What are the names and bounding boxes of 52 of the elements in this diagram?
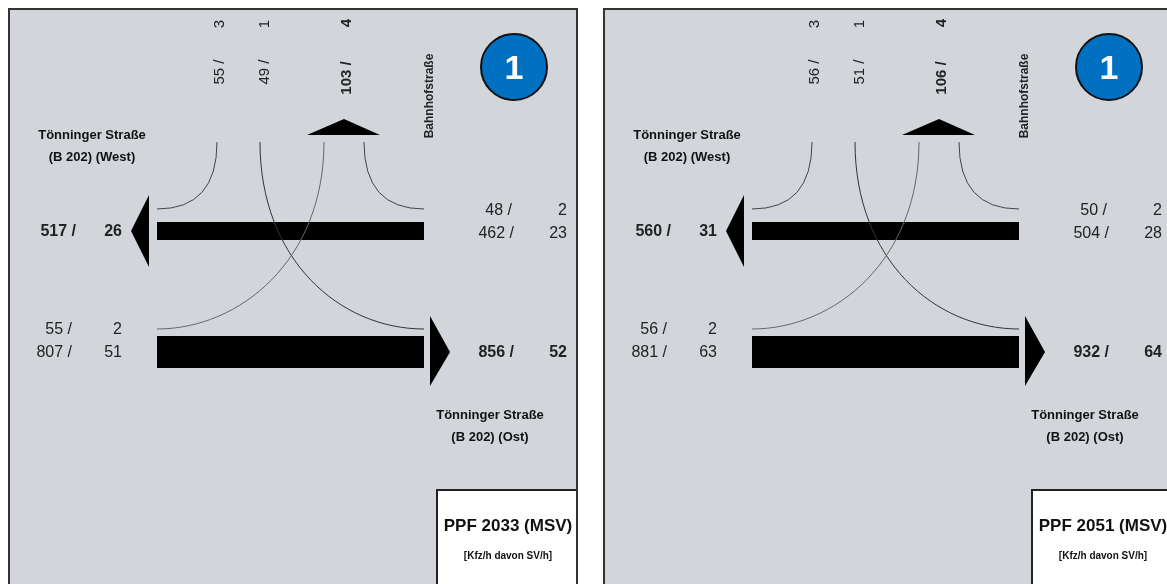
- traffic-count: 51 /: [850, 59, 868, 85]
- traffic-count: 1: [850, 19, 868, 29]
- street-name: Tönninger Straße (B 202) (West): [37, 126, 147, 166]
- street-name: Tönninger Straße (B 202) (West): [632, 126, 742, 166]
- info-box: [1031, 489, 1167, 584]
- unit-note: [Kfz/h davon SV/h]: [1058, 550, 1148, 561]
- traffic-count: 26: [104, 222, 122, 240]
- traffic-count: 881 /: [631, 343, 667, 361]
- traffic-count: 55 /: [210, 59, 228, 85]
- traffic-count: 51: [104, 343, 122, 361]
- traffic-count: 49 /: [255, 59, 273, 85]
- traffic-count: 2: [708, 320, 717, 338]
- scenario-title: PPF 2033 (MSV): [443, 516, 573, 536]
- traffic-count: 856 /: [478, 343, 514, 361]
- unit-note: [Kfz/h davon SV/h]: [463, 550, 553, 561]
- traffic-count: 1: [255, 19, 273, 29]
- traffic-count: 2: [558, 201, 567, 219]
- traffic-count: 517 /: [40, 222, 76, 240]
- street-name: Tönninger Straße (B 202) (Ost): [1030, 406, 1140, 446]
- traffic-count: 932 /: [1073, 343, 1109, 361]
- traffic-count: 31: [699, 222, 717, 240]
- traffic-count: 55 /: [45, 320, 72, 338]
- intersection-panel: [8, 8, 578, 584]
- traffic-count: 64: [1144, 343, 1162, 361]
- traffic-count: Bahnhofstraße: [1018, 53, 1032, 139]
- traffic-count: 52: [549, 343, 567, 361]
- traffic-count: Bahnhofstraße: [423, 53, 437, 139]
- traffic-count: 560 /: [635, 222, 671, 240]
- traffic-count: 3: [210, 19, 228, 29]
- street-name: Tönninger Straße (B 202) (Ost): [435, 406, 545, 446]
- traffic-count: 4: [337, 18, 355, 28]
- traffic-count: 462 /: [478, 224, 514, 242]
- traffic-count: 807 /: [36, 343, 72, 361]
- traffic-count: 2: [113, 320, 122, 338]
- intersection-panel: [603, 8, 1167, 584]
- traffic-count: 2: [1153, 201, 1162, 219]
- traffic-count: 63: [699, 343, 717, 361]
- traffic-count: 23: [549, 224, 567, 242]
- number-badge: 1: [1075, 33, 1143, 101]
- traffic-count: 504 /: [1073, 224, 1109, 242]
- info-box: [436, 489, 576, 584]
- traffic-count: 48 /: [485, 201, 512, 219]
- number-badge: 1: [480, 33, 548, 101]
- traffic-count: 50 /: [1080, 201, 1107, 219]
- traffic-count: 106 /: [932, 61, 950, 95]
- traffic-count: 28: [1144, 224, 1162, 242]
- scenario-title: PPF 2051 (MSV): [1038, 516, 1167, 536]
- traffic-count: 56 /: [805, 59, 823, 85]
- traffic-count: 4: [932, 18, 950, 28]
- traffic-count: 3: [805, 19, 823, 29]
- traffic-count: 103 /: [337, 61, 355, 95]
- traffic-count: 56 /: [640, 320, 667, 338]
